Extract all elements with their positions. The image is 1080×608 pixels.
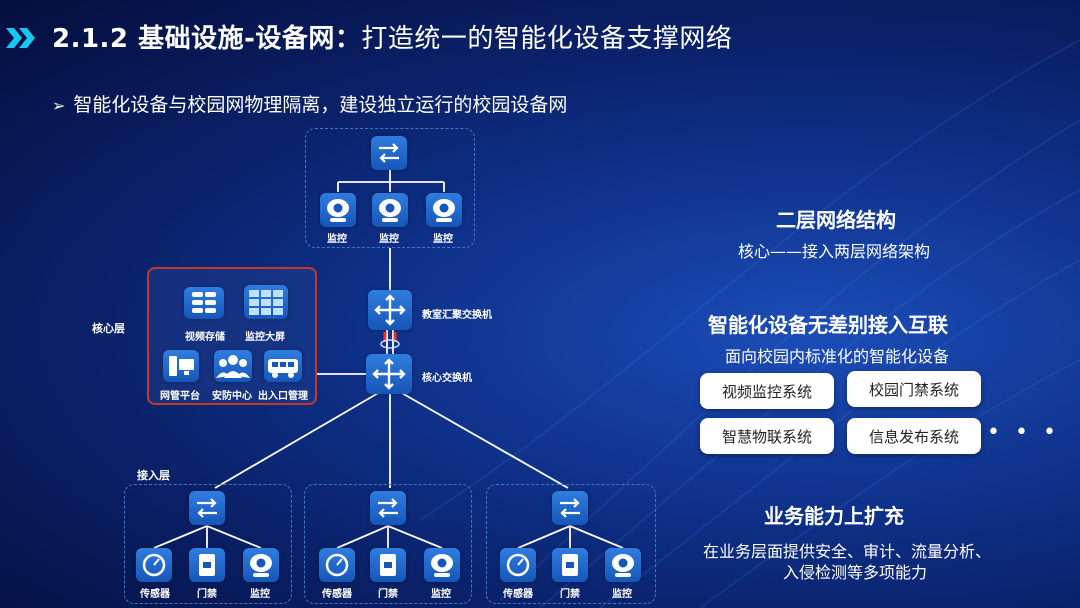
access-switch-1[interactable]: [189, 491, 225, 525]
title-subtitle: 打造统一的智能化设备支撑网络: [361, 24, 733, 54]
monitor-wall[interactable]: [244, 285, 288, 319]
camera-access-3-label: 监控: [612, 589, 632, 600]
section1-text: 核心——接入两层网络架构: [738, 242, 931, 261]
bullet-point: ➢ 智能化设备与校园网物理隔离，建设独立运行的校园设备网: [52, 90, 567, 117]
camera-access-1[interactable]: [243, 548, 279, 582]
monitor-wall-label: 监控大屏: [245, 332, 285, 343]
door-access-icon: [199, 554, 215, 576]
door-access-2-label: 门禁: [378, 589, 398, 600]
section3-text-line1: 在业务层面提供安全、审计、流量分析、: [703, 542, 992, 561]
more-dots: • • •: [987, 420, 1060, 445]
access-layer-label: 接入层: [137, 469, 170, 482]
security-center-label: 安防中心: [212, 391, 252, 402]
system-video-monitoring[interactable]: 视频监控系统: [700, 373, 834, 409]
switch-arrows-icon: [560, 498, 580, 518]
section3-heading: 业务能力上扩充: [764, 504, 904, 528]
server-monitor-icon: [169, 356, 194, 376]
top-camera-3[interactable]: [426, 193, 462, 227]
door-access-1[interactable]: [189, 548, 225, 582]
switch-arrows-icon: [379, 143, 399, 163]
vehicle-icon: [268, 359, 298, 378]
bullet-text: 智能化设备与校园网物理隔离，建设独立运行的校园设备网: [73, 94, 568, 116]
section1-heading: 二层网络结构: [776, 208, 896, 232]
network-management-label: 网管平台: [160, 391, 200, 402]
core-layer-label: 核心层: [92, 322, 125, 335]
title-number: 2.1.2: [52, 24, 129, 54]
camera-icon: [250, 554, 272, 577]
camera-access-2[interactable]: [424, 548, 460, 582]
system-campus-access[interactable]: 校园门禁系统: [847, 371, 981, 407]
double-chevron-icon: [6, 28, 35, 48]
entrance-management-label: 出入口管理: [258, 391, 308, 402]
title-main: 基础设施-设备网：: [138, 24, 362, 54]
core-switch-label: 核心交换机: [422, 373, 472, 384]
top-camera-2[interactable]: [372, 193, 408, 227]
router-arrows-icon: [372, 358, 406, 390]
top-camera-1-label: 监控: [327, 234, 347, 245]
router-arrows-icon: [374, 294, 406, 326]
gauge-sensor-icon: [142, 553, 166, 577]
storage-icon: [192, 292, 216, 313]
system-info-publishing[interactable]: 信息发布系统: [847, 418, 981, 454]
access-group-3: [486, 484, 656, 604]
arrow-bullet-icon: ➢: [52, 96, 66, 115]
video-storage[interactable]: [184, 287, 224, 319]
aggregation-switch[interactable]: [368, 290, 412, 330]
gauge-sensor-icon: [325, 553, 349, 577]
camera-icon: [431, 554, 453, 577]
switch-arrows-icon: [197, 498, 217, 518]
top-device-group: [305, 128, 475, 248]
sensor-3[interactable]: [500, 548, 536, 582]
top-camera-2-label: 监控: [379, 234, 399, 245]
switch-arrows-icon: [378, 498, 398, 518]
core-switch[interactable]: [366, 354, 412, 394]
video-storage-label: 视频存储: [185, 332, 225, 343]
gauge-sensor-icon: [506, 553, 530, 577]
sensor-2-label: 传感器: [322, 589, 352, 600]
camera-icon: [612, 554, 634, 577]
access-switch-2[interactable]: [370, 491, 406, 525]
sensor-3-label: 传感器: [503, 589, 533, 600]
camera-access-2-label: 监控: [431, 589, 451, 600]
people-group-icon: [216, 355, 250, 378]
sensor-1-label: 传感器: [140, 589, 170, 600]
access-group-1: [124, 484, 292, 604]
page-title: 2.1.2 基础设施-设备网：打造统一的智能化设备支撑网络: [52, 18, 732, 55]
network-management[interactable]: [163, 350, 199, 382]
section2-heading: 智能化设备无差别接入互联: [708, 313, 948, 337]
door-access-3[interactable]: [552, 548, 588, 582]
door-access-3-label: 门禁: [560, 589, 580, 600]
door-access-1-label: 门禁: [197, 589, 217, 600]
camera-icon: [379, 199, 401, 222]
core-services-box: [147, 267, 317, 405]
sensor-1[interactable]: [136, 548, 172, 582]
security-center[interactable]: [214, 350, 252, 382]
aggregation-switch-label: 教室汇聚交换机: [422, 310, 492, 321]
camera-icon: [327, 199, 349, 222]
section2-text: 面向校园内标准化的智能化设备: [725, 347, 950, 366]
section3-text-line2: 入侵检测等多项能力: [783, 563, 928, 582]
door-access-2[interactable]: [370, 548, 406, 582]
door-access-icon: [562, 554, 578, 576]
system-smart-iot[interactable]: 智慧物联系统: [700, 418, 834, 454]
access-group-2: [304, 484, 472, 604]
top-switch[interactable]: [371, 136, 407, 170]
access-switch-3[interactable]: [552, 491, 588, 525]
entrance-management[interactable]: [264, 350, 302, 382]
top-camera-1[interactable]: [320, 193, 356, 227]
camera-access-1-label: 监控: [250, 589, 270, 600]
top-camera-3-label: 监控: [433, 234, 453, 245]
camera-icon: [433, 199, 455, 222]
video-wall-icon: [249, 290, 283, 315]
sensor-2[interactable]: [319, 548, 355, 582]
camera-access-3[interactable]: [605, 548, 641, 582]
door-access-icon: [380, 554, 396, 576]
header-bar: 2.1.2 基础设施-设备网：打造统一的智能化设备支撑网络: [0, 0, 1080, 76]
